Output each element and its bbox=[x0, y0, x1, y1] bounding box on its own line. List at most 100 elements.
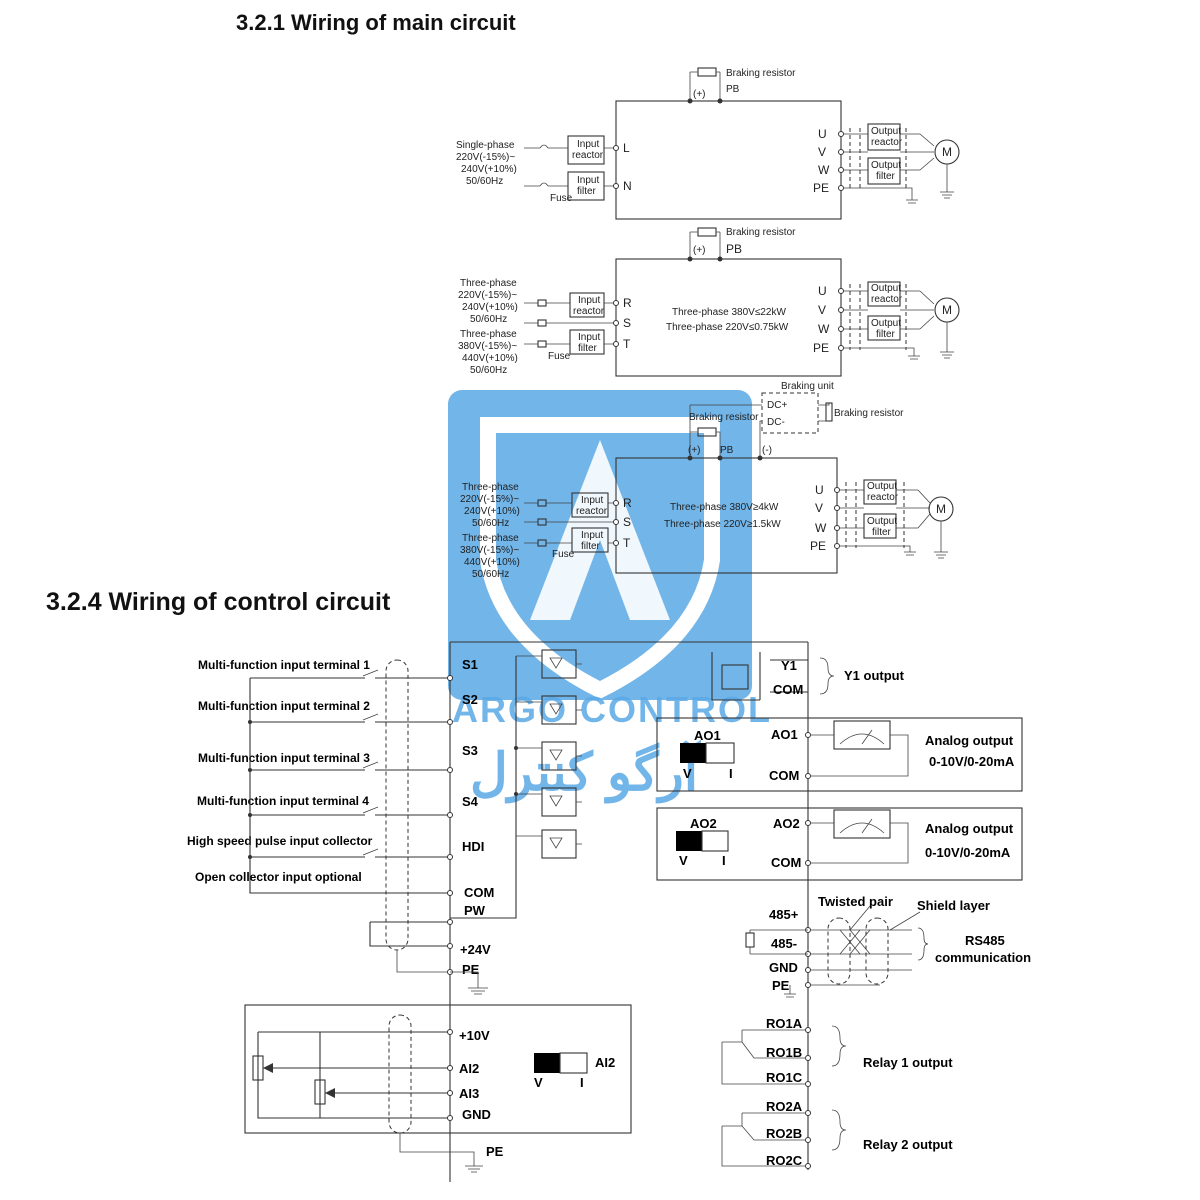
supply220-line-4: 50/60Hz bbox=[470, 314, 507, 325]
supply380-line-4b: 50/60Hz bbox=[472, 569, 509, 580]
ao2-switch-label: AO2 bbox=[690, 816, 717, 831]
terminal-n: N bbox=[623, 179, 632, 193]
supply-line-3: 240V(+10%) bbox=[461, 164, 517, 175]
rating-380-large: Three-phase 380V≥4kW bbox=[670, 502, 779, 513]
plus-label-2: (+) bbox=[693, 245, 706, 256]
braking-unit-label: Braking unit bbox=[781, 381, 834, 392]
supply380-line-1b: Three-phase bbox=[462, 533, 519, 544]
output-reactor-1: Output bbox=[871, 126, 901, 137]
output-reactor-2b: reactor bbox=[871, 294, 903, 305]
three-phase-small-diagram: Braking resistor (+) PB Three-phase 220V… bbox=[458, 227, 960, 377]
rating-220: Three-phase 220V≤0.75kW bbox=[666, 322, 789, 333]
pb-label-2: PB bbox=[726, 242, 742, 256]
fuse-label-2: Fuse bbox=[548, 351, 571, 362]
ai2-switch-label: AI2 bbox=[595, 1055, 615, 1070]
terminal-pe: PE bbox=[813, 181, 829, 195]
optocoupler-s1 bbox=[516, 649, 582, 679]
ao2-range: 0-10V/0-20mA bbox=[925, 845, 1011, 860]
terminal-t-3: T bbox=[623, 536, 631, 550]
input-filter-2b: filter bbox=[578, 343, 598, 354]
shield-layer-label: Shield layer bbox=[917, 898, 990, 913]
terminal-s: S bbox=[623, 316, 631, 330]
terminal-y1: Y1 bbox=[781, 658, 797, 673]
motor-label-2: M bbox=[942, 303, 952, 317]
ao2-v: V bbox=[679, 853, 688, 868]
watermark-persian: آرگو کنترل bbox=[470, 739, 702, 804]
minus-label-3: (-) bbox=[762, 445, 772, 456]
terminal-pe-2: PE bbox=[813, 341, 829, 355]
input-reactor-2b: reactor bbox=[573, 306, 605, 317]
rs485-label-1: RS485 bbox=[965, 933, 1005, 948]
terminal-w-2: W bbox=[818, 322, 830, 336]
terminal-com: COM bbox=[464, 885, 494, 900]
supply220-line-2: 220V(-15%)~ bbox=[458, 290, 517, 301]
terminal-ro1b: RO1B bbox=[766, 1045, 802, 1060]
ai2-v: V bbox=[534, 1075, 543, 1090]
relay1-output-label: Relay 1 output bbox=[863, 1055, 953, 1070]
y1-output-label: Y1 output bbox=[844, 668, 905, 683]
ai2-i: I bbox=[580, 1075, 584, 1090]
terminal-t: T bbox=[623, 337, 631, 351]
terminal-v-2: V bbox=[818, 303, 826, 317]
terminal-u: U bbox=[818, 127, 827, 141]
optocoupler-s4 bbox=[516, 787, 582, 817]
terminal-s3: S3 bbox=[462, 743, 478, 758]
terminal-y1-com: COM bbox=[773, 682, 803, 697]
terminal-ro2b: RO2B bbox=[766, 1126, 802, 1141]
ao1-v: V bbox=[683, 766, 692, 781]
terminal-485-pe: PE bbox=[772, 978, 790, 993]
pb-label-3: PB bbox=[720, 445, 734, 456]
terminal-pe-ai: PE bbox=[486, 1144, 504, 1159]
terminal-485-plus: 485+ bbox=[769, 907, 799, 922]
terminal-10v: +10V bbox=[459, 1028, 490, 1043]
terminal-hdi: HDI bbox=[462, 839, 484, 854]
optocoupler-s3 bbox=[516, 741, 582, 771]
ao1-i: I bbox=[729, 766, 733, 781]
output-filter-2: filter bbox=[876, 171, 896, 182]
input-label-3: Multi-function input terminal 3 bbox=[198, 751, 370, 765]
terminal-ro2c: RO2C bbox=[766, 1153, 803, 1168]
ao1-range: 0-10V/0-20mA bbox=[929, 754, 1015, 769]
fuse-label-3: Fuse bbox=[552, 549, 575, 560]
terminal-ao2: AO2 bbox=[773, 816, 800, 831]
input-reactor-2a: Input bbox=[578, 295, 600, 306]
rating-380: Three-phase 380V≤22kW bbox=[672, 307, 786, 318]
motor-label: M bbox=[942, 145, 952, 159]
input-filter-3a: Input bbox=[581, 530, 603, 541]
motor-label-3: M bbox=[936, 502, 946, 516]
dc-plus: DC+ bbox=[767, 400, 787, 411]
terminal-ro1a: RO1A bbox=[766, 1016, 803, 1031]
terminal-u-2: U bbox=[818, 284, 827, 298]
terminal-gnd: GND bbox=[462, 1107, 491, 1122]
main-circuit-heading: 3.2.1 Wiring of main circuit bbox=[236, 10, 516, 35]
ao1-analog-output: Analog output bbox=[925, 733, 1014, 748]
output-filter-2b: filter bbox=[876, 329, 896, 340]
supply380-line-4: 50/60Hz bbox=[470, 365, 507, 376]
ao1-switch-label: AO1 bbox=[694, 728, 721, 743]
output-filter-3b: filter bbox=[872, 527, 892, 538]
ao2-analog-output: Analog output bbox=[925, 821, 1014, 836]
fuse-label: Fuse bbox=[550, 193, 573, 204]
terminal-r: R bbox=[623, 296, 632, 310]
output-reactor-3b: reactor bbox=[867, 492, 899, 503]
optocoupler-s2 bbox=[516, 695, 582, 725]
terminal-s-3: S bbox=[623, 515, 631, 529]
terminal-s1: S1 bbox=[462, 657, 478, 672]
watermark-logo bbox=[448, 390, 752, 700]
control-circuit: Multi-function input terminal 1 Multi-fu… bbox=[187, 641, 1031, 1182]
supply220-line-1: Three-phase bbox=[460, 278, 517, 289]
input-filter-2a: Input bbox=[578, 332, 600, 343]
plus-label-3: (+) bbox=[688, 445, 701, 456]
terminal-s2: S2 bbox=[462, 692, 478, 707]
supply220-line-4b: 50/60Hz bbox=[472, 518, 509, 529]
input-reactor-2: reactor bbox=[572, 150, 604, 161]
input-reactor-3b: reactor bbox=[576, 506, 608, 517]
control-circuit-heading: 3.2.4 Wiring of control circuit bbox=[46, 588, 391, 616]
supply220-line-3b: 240V(+10%) bbox=[464, 506, 520, 517]
terminal-ao1-com: COM bbox=[769, 768, 799, 783]
relay2-output-label: Relay 2 output bbox=[863, 1137, 953, 1152]
output-reactor-2: reactor bbox=[871, 137, 903, 148]
terminal-v: V bbox=[818, 145, 826, 159]
supply-line-1: Single-phase bbox=[456, 140, 515, 151]
terminal-w-3: W bbox=[815, 521, 827, 535]
